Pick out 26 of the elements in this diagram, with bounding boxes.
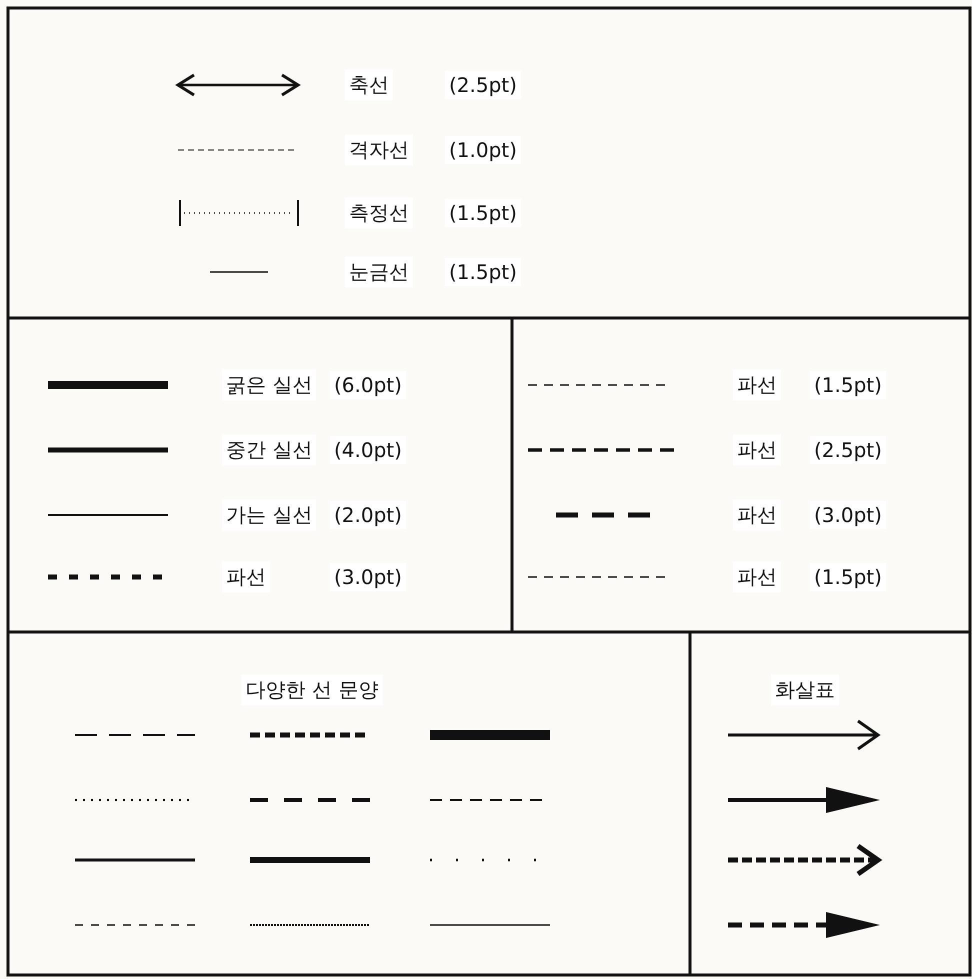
line-weight: (1.5pt) xyxy=(810,371,886,399)
line-name: 가는 실선 xyxy=(222,500,316,530)
line-weight: (2.5pt) xyxy=(445,71,521,99)
line-name: 굵은 실선 xyxy=(222,370,316,400)
line-name: 파선 xyxy=(733,562,781,592)
line-name: 중간 실선 xyxy=(222,434,316,466)
section-title: 화살표 xyxy=(771,674,839,706)
line-weight: (6.0pt) xyxy=(330,371,406,399)
line-weight: (1.5pt) xyxy=(810,563,886,591)
line-name: 측정선 xyxy=(345,198,413,228)
line-weight: (1.0pt) xyxy=(445,136,521,164)
line-name: 축선 xyxy=(345,70,393,100)
line-name: 격자선 xyxy=(345,134,413,166)
line-weight: (1.5pt) xyxy=(445,258,521,286)
line-weight: (4.0pt) xyxy=(330,436,406,464)
line-weight: (2.5pt) xyxy=(810,436,886,464)
line-name: 파선 xyxy=(222,562,270,592)
line-name: 파선 xyxy=(733,434,781,466)
line-weight: (3.0pt) xyxy=(810,501,886,529)
line-name: 눈금선 xyxy=(345,256,413,288)
line-name: 파선 xyxy=(733,500,781,530)
line-name: 파선 xyxy=(733,370,781,400)
line-weight: (2.0pt) xyxy=(330,501,406,529)
line-weight: (1.5pt) xyxy=(445,199,521,227)
line-weight: (3.0pt) xyxy=(330,563,406,591)
section-title: 다양한 선 문양 xyxy=(242,674,382,706)
